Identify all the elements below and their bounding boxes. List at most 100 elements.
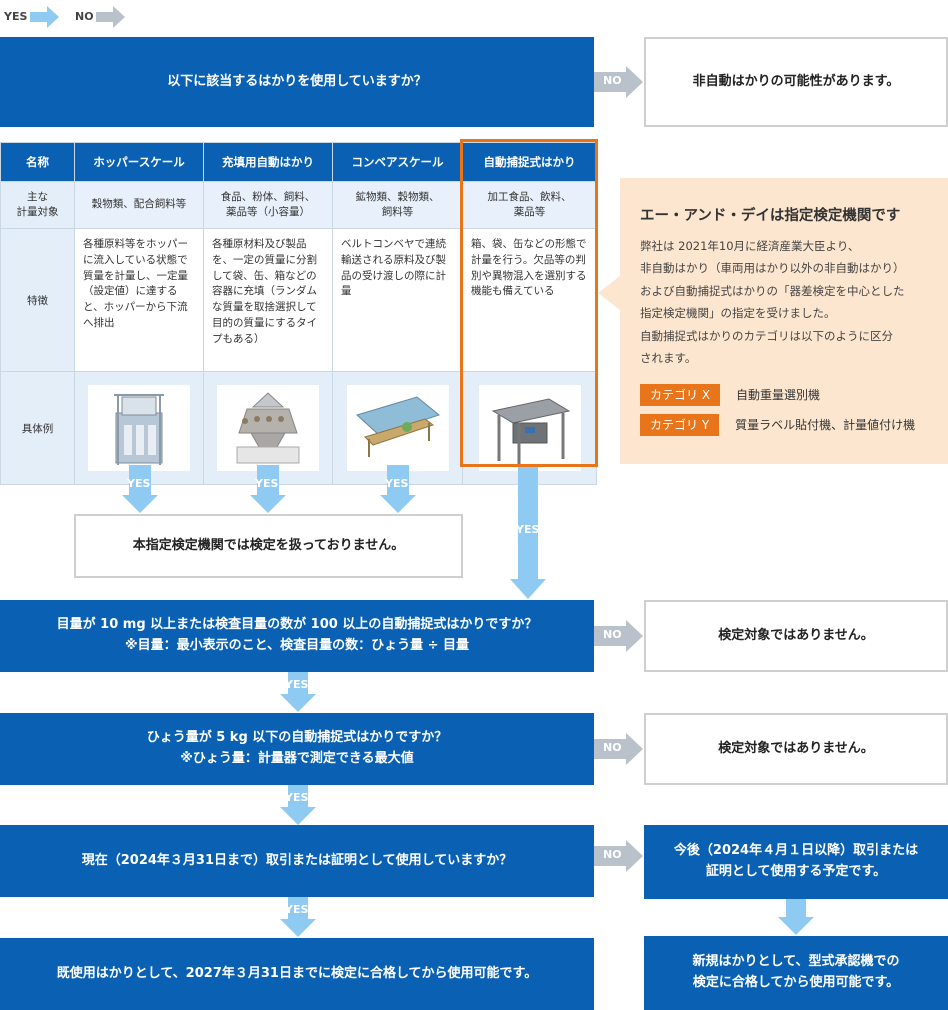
row-label-targets: 主な 計量対象: [0, 181, 75, 229]
no-label: NO: [603, 741, 622, 754]
q4-no-result-line1: 今後（2024年４月１日以降）取引または: [673, 843, 919, 859]
yes-arrow-icon: [380, 465, 416, 513]
info-line: 非自動はかり（車両用はかり以外の非自動はかり）: [640, 261, 905, 276]
yes-arrow-checkweigher: YES: [510, 467, 546, 599]
yes-arrow-icon: [280, 672, 316, 712]
category-y-row: カテゴリ Y 質量ラベル貼付機、計量値付け機: [640, 413, 938, 436]
q3-no-result: 検定対象ではありません。: [644, 713, 948, 785]
info-line: および自動捕捉式はかりの「器差検定を中心とした: [640, 283, 905, 298]
question-3: ひょう量が 5 kg 以下の自動捕捉式はかりですか？ ※ひょう量：計量器で測定で…: [0, 713, 594, 785]
no-arrow-icon: [594, 66, 643, 98]
legend: YES NO: [4, 6, 134, 28]
feature-hopper: 各種原料等をホッパーに流入している状態で質量を計量し、一定量（設定値）に達すると…: [74, 228, 204, 372]
category-x-text: 自動重量選別機: [736, 388, 821, 403]
q1-no-arrow: NO: [594, 66, 644, 98]
result-new: 新規はかりとして、型式承認機での 検定に合格してから使用可能です。: [644, 936, 948, 1010]
info-panel-body: 弊社は 2021年10月に経済産業大臣より、 非自動はかり（車両用はかり以外の非…: [640, 235, 938, 370]
yes-label: YES: [285, 903, 309, 916]
not-handled-text: 本指定検定機関では検定を扱っておりません。: [132, 537, 405, 553]
no-arrow-icon: [594, 840, 643, 872]
q1-no-result-text: 非自動はかりの可能性があります。: [692, 73, 900, 89]
info-panel-pointer: [598, 276, 620, 310]
header-checkweigher: 自動捕捉式はかり: [462, 142, 597, 182]
info-line: 自動捕捉式はかりのカテゴリは以下のように区分: [640, 328, 893, 343]
header-filling: 充填用自動はかり: [203, 142, 333, 182]
yes-label: YES: [385, 477, 409, 490]
target-checkweigher: 加工食品、飲料、 薬品等: [462, 181, 597, 229]
question-3-line2: ※ひょう量：計量器で測定できる最大値: [180, 751, 414, 766]
question-1: 以下に該当するはかりを使用していますか？: [0, 37, 594, 127]
question-4: 現在（2024年３月31日まで）取引または証明として使用していますか？: [0, 825, 594, 897]
result-existing: 既使用はかりとして、2027年３月31日までに検定に合格してから使用可能です。: [0, 938, 594, 1010]
info-line: 指定検定機関」の指定を受けました。: [640, 306, 836, 321]
q2-yes-arrow: YES: [280, 672, 316, 712]
yes-arrow-conveyor: YES: [380, 465, 416, 513]
row-label-examples: 具体例: [0, 371, 75, 485]
checkweigher-icon: [478, 385, 581, 471]
q3-yes-arrow: YES: [280, 785, 316, 825]
header-conveyor: コンベアスケール: [332, 142, 463, 182]
conveyor-scale-icon: [346, 385, 449, 471]
yes-arrow-icon: [510, 467, 546, 599]
question-1-text: 以下に該当するはかりを使用していますか？: [167, 73, 427, 89]
no-label: NO: [603, 628, 622, 641]
yes-label: YES: [516, 523, 540, 536]
legend-no-arrow-icon: [96, 6, 125, 28]
category-y-text: 質量ラベル貼付機、計量値付け機: [735, 418, 916, 433]
not-handled-result: 本指定検定機関では検定を扱っておりません。: [74, 514, 463, 578]
no-label: NO: [603, 848, 622, 861]
target-filling: 食品、粉体、飼料、 薬品等（小容量）: [203, 181, 333, 229]
yes-arrow-icon: [280, 897, 316, 937]
yes-label: YES: [255, 477, 279, 490]
info-line: されます。: [640, 351, 697, 366]
info-panel: エー・アンド・デイは指定検定機関です 弊社は 2021年10月に経済産業大臣より…: [620, 178, 948, 464]
question-4-text: 現在（2024年３月31日まで）取引または証明として使用していますか？: [81, 852, 513, 868]
info-panel-title: エー・アンド・デイは指定検定機関です: [640, 208, 901, 224]
question-2: 目量が 10 mg 以上または検査目量の数が 100 以上の自動捕捉式はかりです…: [0, 600, 594, 672]
q3-no-result-text: 検定対象ではありません。: [718, 740, 874, 756]
scale-types-table: 名称 ホッパースケール 充填用自動はかり コンベアスケール 自動捕捉式はかり 主…: [0, 142, 597, 485]
q3-no-arrow: NO: [594, 733, 644, 765]
yes-arrow-filling: YES: [250, 465, 286, 513]
q4-yes-arrow: YES: [280, 897, 316, 937]
header-name: 名称: [0, 142, 75, 182]
q4-no-result: 今後（2024年４月１日以降）取引または 証明として使用する予定です。: [644, 825, 948, 899]
yes-arrow-icon: [280, 785, 316, 825]
row-label-features: 特徴: [0, 228, 75, 372]
yes-label: YES: [285, 678, 309, 691]
yes-arrow-icon: [250, 465, 286, 513]
yes-arrow-icon: [122, 465, 158, 513]
feature-conveyor: ベルトコンベヤで連続輸送される原料及び製品の受け渡しの際に計量: [332, 228, 463, 372]
result-new-line2: 検定に合格してから使用可能です。: [692, 975, 900, 990]
result-existing-text: 既使用はかりとして、2027年３月31日までに検定に合格してから使用可能です。: [56, 965, 538, 981]
q1-no-result: 非自動はかりの可能性があります。: [644, 37, 948, 127]
yes-label: YES: [127, 477, 151, 490]
hopper-scale-icon: [88, 385, 190, 471]
legend-yes-label: YES: [4, 10, 28, 23]
yes-arrow-hopper: YES: [122, 465, 158, 513]
category-x-badge: カテゴリ X: [640, 383, 721, 406]
no-arrow-icon: [594, 733, 643, 765]
question-2-line2: ※目量：最小表示のこと、検査目量の数：ひょう量 ÷ 目量: [124, 638, 470, 653]
header-hopper: ホッパースケール: [74, 142, 204, 182]
category-x-row: カテゴリ X 自動重量選別機: [640, 383, 938, 406]
info-line: 弊社は 2021年10月に経済産業大臣より、: [640, 239, 860, 253]
target-hopper: 穀物類、配合飼料等: [74, 181, 204, 229]
no-arrow-icon: [594, 620, 643, 652]
question-3-line1: ひょう量が 5 kg 以下の自動捕捉式はかりですか？: [146, 730, 448, 746]
legend-yes-arrow-icon: [30, 6, 59, 28]
yes-label: YES: [285, 791, 309, 804]
legend-no-label: NO: [75, 10, 94, 23]
q2-no-result-text: 検定対象ではありません。: [718, 627, 874, 643]
feature-filling: 各種原材料及び製品を、一定の質量に分割して袋、缶、箱などの容器に充填（ランダムな…: [203, 228, 333, 372]
target-conveyor: 鉱物類、穀物類、 飼料等: [332, 181, 463, 229]
down-arrow-icon: [778, 899, 814, 935]
q2-no-arrow: NO: [594, 620, 644, 652]
q4-no-result-line2: 証明として使用する予定です。: [705, 864, 887, 879]
feature-checkweigher: 箱、袋、缶などの形態で計量を行う。欠品等の判別や異物混入を選別する機能も備えてい…: [462, 228, 597, 372]
q1-no-label: NO: [603, 74, 622, 87]
combination-weigher-icon: [217, 385, 319, 471]
q2-no-result: 検定対象ではありません。: [644, 600, 948, 672]
q4-no-arrow: NO: [594, 840, 644, 872]
question-2-line1: 目量が 10 mg 以上または検査目量の数が 100 以上の自動捕捉式はかりです…: [56, 617, 538, 633]
